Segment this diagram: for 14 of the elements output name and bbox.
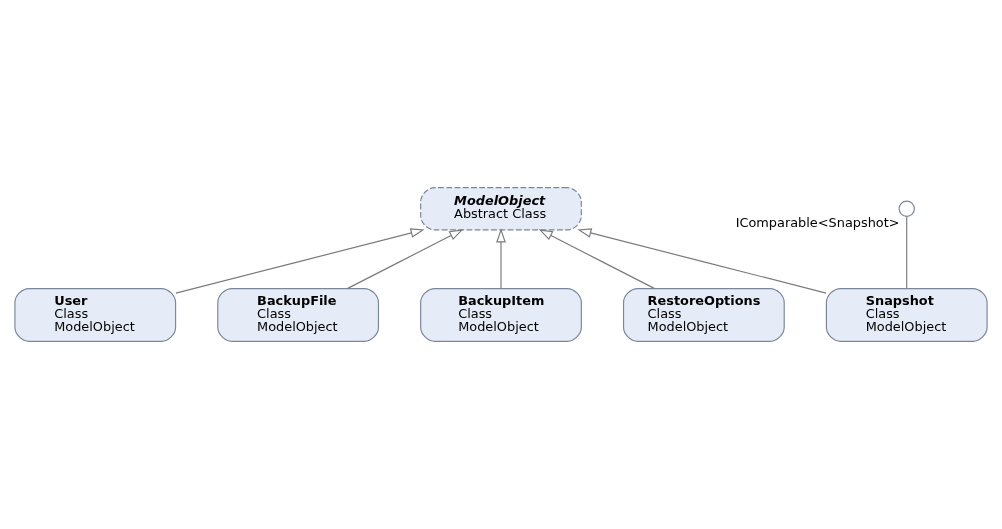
- node-box: RestoreOptions Class ModelObject: [622, 287, 785, 342]
- arrow: [496, 228, 506, 289]
- node-label: IComparable<Snapshot>: [735, 214, 900, 230]
- node-box: User Class ModelObject: [14, 287, 177, 342]
- node-box: ModelObject Abstract Class: [420, 187, 582, 231]
- node-box: BackupItem Class ModelObject: [420, 287, 582, 342]
- node-box: Snapshot Class ModelObject: [825, 287, 988, 342]
- connector: [906, 215, 908, 289]
- node-circle: [898, 200, 915, 217]
- arrow: [347, 229, 464, 289]
- arrow: [538, 229, 655, 289]
- arrow: [577, 228, 827, 294]
- arrow: [175, 228, 425, 294]
- node-box: BackupFile Class ModelObject: [217, 287, 380, 342]
